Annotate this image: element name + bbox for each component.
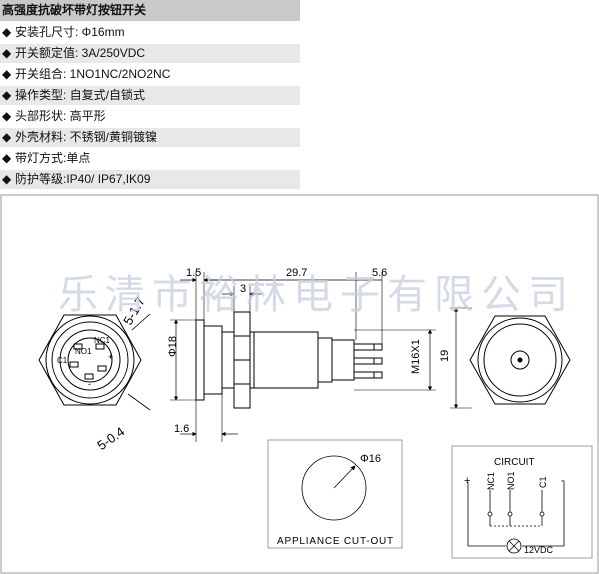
dim-3: 3 bbox=[240, 283, 246, 295]
spec-table: 高强度抗破坏带灯按钮开关 ◆安装孔尺寸: Φ16mm ◆开关额定值: 3A/25… bbox=[0, 0, 300, 189]
dim-phi16: Φ16 bbox=[360, 453, 381, 465]
technical-drawing: 5-1.7 5-0.4 C1 NO1 NC1 + - bbox=[0, 194, 599, 574]
diamond-bullet-icon: ◆ bbox=[2, 67, 12, 81]
spec-row-operation: ◆操作类型: 自复式/自锁式 bbox=[0, 86, 300, 105]
circuit-terminal-nc1: NC1 bbox=[486, 472, 496, 490]
diamond-bullet-icon: ◆ bbox=[2, 25, 12, 39]
spec-text: 头部形状: 高平形 bbox=[15, 109, 106, 123]
spec-row-lamp: ◆带灯方式:单点 bbox=[0, 149, 300, 168]
diamond-bullet-icon: ◆ bbox=[2, 109, 12, 123]
terminal-mark-plus: + bbox=[108, 352, 113, 362]
circuit-terminal-plus: + bbox=[464, 475, 470, 487]
diamond-bullet-icon: ◆ bbox=[2, 151, 12, 165]
dim-1-5: 1.5 bbox=[186, 267, 201, 279]
spec-text: 开关额定值: 3A/250VDC bbox=[15, 46, 146, 60]
circuit-box bbox=[451, 445, 593, 559]
dim-phi18: Φ18 bbox=[167, 336, 179, 357]
dim-5-6: 5.6 bbox=[372, 267, 387, 279]
spec-row-hole-size: ◆安装孔尺寸: Φ16mm bbox=[0, 23, 300, 42]
circuit-terminal-minus: - bbox=[561, 473, 565, 487]
circuit-lamp-voltage: 12VDC bbox=[524, 545, 554, 555]
terminal-mark-no1: NO1 bbox=[75, 347, 92, 356]
dim-m16x1: M16X1 bbox=[410, 339, 422, 374]
circuit-terminal-no1: NO1 bbox=[506, 471, 516, 490]
spec-row-combination: ◆开关组合: 1NO1NC/2NO2NC bbox=[0, 65, 300, 84]
dim-19: 19 bbox=[439, 350, 451, 362]
terminal-mark-c1: C1 bbox=[57, 356, 68, 365]
cutout-label: APPLIANCE CUT-OUT bbox=[277, 536, 394, 547]
diamond-bullet-icon: ◆ bbox=[2, 46, 12, 60]
terminal-mark-nc1: NC1 bbox=[94, 336, 111, 345]
side-view bbox=[195, 311, 383, 409]
circuit-title: CIRCUIT bbox=[494, 457, 535, 468]
spec-row-protection: ◆防护等级:IP40/ IP67,IK09 bbox=[0, 170, 300, 189]
diamond-bullet-icon: ◆ bbox=[2, 130, 12, 144]
side-view-dimension-lines bbox=[173, 277, 459, 437]
circuit-terminal-c1: C1 bbox=[538, 476, 548, 488]
diamond-bullet-icon: ◆ bbox=[2, 88, 12, 102]
spec-row-rating: ◆开关额定值: 3A/250VDC bbox=[0, 44, 300, 63]
product-title: 高强度抗破坏带灯按钮开关 bbox=[0, 0, 300, 21]
terminal-mark-minus: - bbox=[88, 379, 91, 389]
cutout-box bbox=[267, 439, 403, 549]
spec-text: 操作类型: 自复式/自锁式 bbox=[15, 88, 146, 102]
rear-view-right bbox=[469, 315, 571, 405]
spec-text: 开关组合: 1NO1NC/2NO2NC bbox=[15, 67, 171, 81]
diamond-bullet-icon: ◆ bbox=[2, 172, 12, 186]
spec-row-material: ◆外壳材料: 不锈钢/黄铜镀镍 bbox=[0, 128, 300, 147]
drawing-frame bbox=[0, 194, 599, 574]
spec-text: 安装孔尺寸: Φ16mm bbox=[15, 25, 125, 39]
front-view-left bbox=[38, 313, 151, 411]
dim-1-6: 1.6 bbox=[174, 423, 189, 435]
spec-row-head-shape: ◆头部形状: 高平形 bbox=[0, 107, 300, 126]
spec-text: 防护等级:IP40/ IP67,IK09 bbox=[15, 172, 151, 186]
spec-text: 带灯方式:单点 bbox=[15, 151, 91, 165]
dim-29-7: 29.7 bbox=[286, 267, 307, 279]
spec-text: 外壳材料: 不锈钢/黄铜镀镍 bbox=[15, 130, 158, 144]
